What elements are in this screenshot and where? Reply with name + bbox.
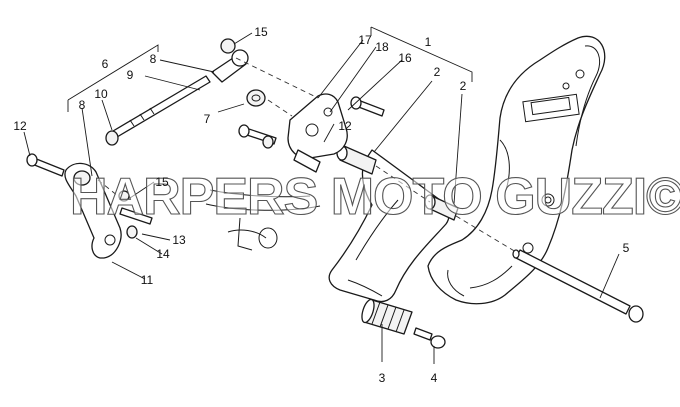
callout-8-upper: 8 [150,52,157,66]
callout-6: 6 [102,57,109,71]
callout-9: 9 [127,68,134,82]
peg-bolt [413,327,446,349]
spacer [246,89,266,107]
callout-15-upper: 15 [254,25,268,39]
rod-end-upper [211,38,249,83]
callout-10: 10 [94,87,108,101]
callout-18: 18 [375,40,389,54]
callout-12-left: 12 [13,119,27,133]
bracket-bolts [238,96,385,149]
callout-2-upper: 2 [434,65,441,79]
footrest-plate [427,35,606,305]
callout-4: 4 [431,371,438,385]
pivot-pin [512,249,644,323]
callout-17: 17 [358,33,372,47]
leader-lines [23,26,620,364]
callout-12-bracket: 12 [338,119,352,133]
callout-7: 7 [204,112,211,126]
callout-16: 16 [398,51,412,65]
arm-bolts [26,153,153,239]
callout-3: 3 [379,371,386,385]
callout-15-lower: 15 [155,175,169,189]
watermark-text: HARPERS MOTO GUZZI© [70,168,680,226]
callout-11: 11 [141,273,154,287]
callout-5: 5 [623,241,630,255]
alignment-lines [97,57,517,253]
frame-ghost [205,189,321,251]
linkage-rod [105,75,211,146]
mounting-bracket [287,93,348,173]
gear-lever-peg [361,298,413,335]
callout-2-lower: 2 [460,79,467,93]
bushing-lower [424,194,459,221]
callout-14: 14 [156,247,170,261]
callouts: 1 2 2 3 4 5 6 7 8 8 9 10 11 12 12 13 14 … [13,25,629,385]
callout-1: 1 [425,35,432,49]
callout-13: 13 [172,233,186,247]
callout-8-lower: 8 [79,98,86,112]
